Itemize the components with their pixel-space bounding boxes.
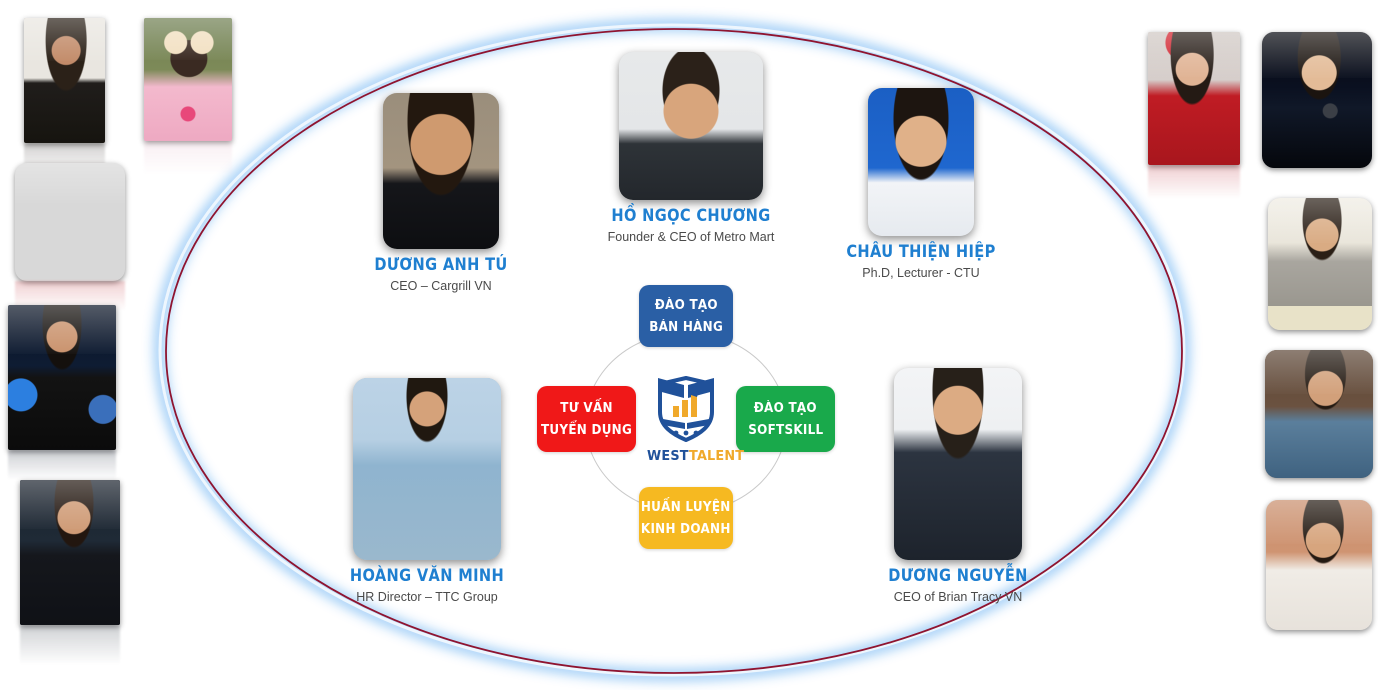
featured-person-duong-nguyen: DƯƠNG NGUYỄN CEO of Brian Tracy VN [845, 368, 1071, 604]
service-pill-dao-tao-softskill[interactable]: ĐÀO TẠO SOFTSKILL [736, 386, 835, 452]
right-photo-5 [1266, 500, 1372, 630]
list-item [144, 18, 232, 141]
person-role: HR Director – TTC Group [356, 589, 498, 604]
portrait-photo-hoang-van-minh [353, 378, 501, 560]
left-photo-5 [20, 480, 120, 625]
portrait-photo-ho-ngoc-chuong [619, 52, 763, 200]
person-caption: CHÂU THIỆN HIỆP Ph.D, Lecturer - CTU [810, 242, 1032, 280]
portrait-photo-chau-thien-hiep [868, 88, 974, 236]
person-caption: HOÀNG VĂN MINH HR Director – TTC Group [312, 566, 542, 604]
westtalent-logo: WESTTALENT [645, 372, 744, 469]
westtalent-wordmark: WESTTALENT [647, 448, 744, 464]
featured-person-duong-anh-tu: DƯƠNG ANH TÚ CEO – Cargrill VN [330, 93, 552, 293]
wordmark-talent: TALENT [688, 448, 745, 464]
person-name: CHÂU THIỆN HIỆP [846, 242, 996, 262]
service-pill-line2: BÁN HÀNG [649, 319, 723, 335]
person-caption: HỒ NGỌC CHƯƠNG Founder & CEO of Metro Ma… [578, 206, 804, 244]
person-name: HỒ NGỌC CHƯƠNG [611, 206, 771, 226]
service-pill-line1: ĐÀO TẠO [753, 400, 818, 416]
right-photo-4 [1265, 350, 1373, 478]
wordmark-west: WEST [647, 448, 689, 464]
person-role: Ph.D, Lecturer - CTU [862, 265, 980, 280]
photo-reflection [144, 141, 232, 175]
service-pill-line2: SOFTSKILL [747, 422, 824, 438]
list-item [1266, 500, 1372, 630]
left-photo-3 [15, 163, 125, 281]
service-pill-line1: TƯ VẤN [560, 400, 613, 416]
left-photo-4 [8, 305, 116, 450]
portrait-frame [383, 93, 499, 249]
service-pill-line1: ĐÀO TẠO [654, 297, 718, 313]
portrait-frame [353, 378, 501, 560]
person-role: CEO of Brian Tracy VN [893, 589, 1023, 604]
right-photo-1 [1148, 32, 1240, 165]
portrait-frame [619, 52, 763, 200]
person-name: DƯƠNG NGUYỄN [888, 566, 1028, 586]
list-item [8, 305, 116, 450]
featured-person-ho-ngoc-chuong: HỒ NGỌC CHƯƠNG Founder & CEO of Metro Ma… [578, 52, 804, 244]
portrait-photo-duong-nguyen [894, 368, 1022, 560]
photo-reflection [20, 625, 120, 665]
person-role: Founder & CEO of Metro Mart [607, 229, 775, 244]
portrait-photo-duong-anh-tu [383, 93, 499, 249]
service-pill-huan-luyen-kinh-doanh[interactable]: HUẤN LUYỆN KINH DOANH [639, 487, 733, 549]
right-photo-3 [1268, 198, 1372, 330]
service-pill-line2: TUYỂN DỤNG [540, 422, 633, 438]
service-pill-dao-tao-ban-hang[interactable]: ĐÀO TẠO BÁN HÀNG [639, 285, 733, 347]
shield-book-chart-stars-icon [658, 376, 714, 442]
person-caption: DƯƠNG NGUYỄN CEO of Brian Tracy VN [845, 566, 1071, 604]
featured-person-chau-thien-hiep: CHÂU THIỆN HIỆP Ph.D, Lecturer - CTU [810, 88, 1032, 280]
service-wheel-diagram: ĐÀO TẠO BÁN HÀNG TƯ VẤN TUYỂN DỤNG ĐÀO T… [533, 285, 839, 557]
list-item [20, 480, 120, 625]
left-photo-1 [24, 18, 105, 143]
list-item [24, 18, 105, 143]
service-pill-line2: KINH DOANH [641, 521, 731, 537]
person-name: DƯƠNG ANH TÚ [374, 255, 508, 275]
list-item [1265, 350, 1373, 478]
service-pill-line1: HUẤN LUYỆN [641, 499, 731, 515]
portrait-frame [894, 368, 1022, 560]
list-item [1148, 32, 1240, 165]
person-name: HOÀNG VĂN MINH [349, 566, 505, 586]
person-caption: DƯƠNG ANH TÚ CEO – Cargrill VN [330, 255, 552, 293]
right-photo-2 [1262, 32, 1372, 168]
featured-person-hoang-van-minh: HOÀNG VĂN MINH HR Director – TTC Group [312, 378, 542, 604]
list-item [1262, 32, 1372, 168]
photo-reflection [1148, 165, 1240, 199]
photo-reflection [8, 450, 116, 480]
left-photo-2 [144, 18, 232, 141]
portrait-frame [868, 88, 974, 236]
service-pill-tu-van-tuyen-dung[interactable]: TƯ VẤN TUYỂN DỤNG [537, 386, 636, 452]
list-item [15, 163, 125, 281]
list-item [1268, 198, 1372, 330]
person-role: CEO – Cargrill VN [390, 278, 492, 293]
